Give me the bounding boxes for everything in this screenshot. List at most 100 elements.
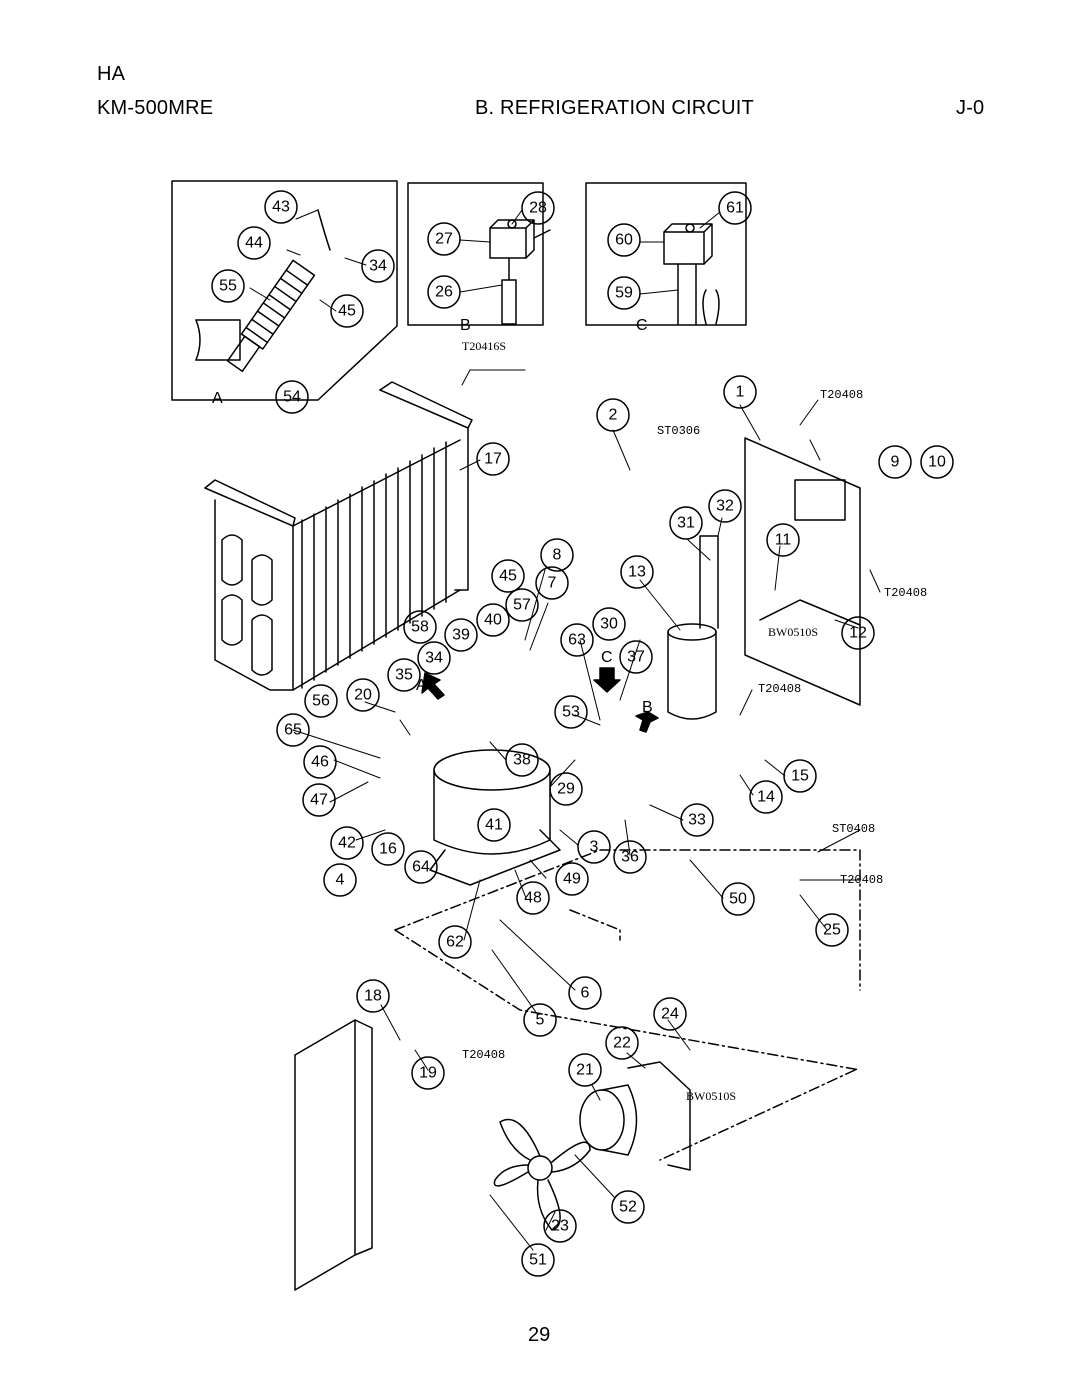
callout-45: 45 <box>338 303 356 320</box>
callout-42: 42 <box>338 835 356 852</box>
fastener-code: ST0306 <box>657 424 700 438</box>
detail-box-c <box>585 182 747 326</box>
callout-57: 57 <box>513 597 531 614</box>
callout-56: 56 <box>312 693 330 710</box>
part-callout-circles <box>211 190 954 1277</box>
page-code: J-0 <box>956 97 985 119</box>
callout-3: 3 <box>590 839 599 856</box>
page-number: 29 <box>528 1324 551 1346</box>
callout-26: 26 <box>435 284 453 301</box>
callout-53: 53 <box>562 704 580 721</box>
callout-8: 8 <box>553 547 562 564</box>
detail-label-c: C <box>636 317 648 334</box>
callout-6: 6 <box>581 985 590 1002</box>
detail-box-b <box>407 182 551 326</box>
callout-27: 27 <box>435 231 453 248</box>
detail-label-a: A <box>212 390 223 407</box>
callout-9: 9 <box>891 454 900 471</box>
callout-60: 60 <box>615 232 633 249</box>
callout-55: 55 <box>219 278 237 295</box>
callout-52: 52 <box>619 1199 637 1216</box>
callout-14: 14 <box>757 789 775 806</box>
callout-15: 15 <box>791 768 809 785</box>
callout-48: 48 <box>524 890 542 907</box>
fan-blade <box>493 1118 591 1231</box>
arrow-label-a: A <box>416 677 427 694</box>
callout-22: 22 <box>613 1035 631 1052</box>
callout-33: 33 <box>688 812 706 829</box>
condenser <box>204 381 473 691</box>
callout-2: 2 <box>609 407 618 424</box>
callout-13: 13 <box>628 564 646 581</box>
callout-19: 19 <box>419 1065 437 1082</box>
callout-61: 61 <box>726 200 744 217</box>
fan-motor <box>579 1061 691 1171</box>
callout-64: 64 <box>412 859 430 876</box>
model-number: KM-500MRE <box>97 97 214 119</box>
callout-46: 46 <box>311 754 329 771</box>
callout-23: 23 <box>551 1218 569 1235</box>
callout-24: 24 <box>661 1006 679 1023</box>
detail-label-b: B <box>460 317 471 334</box>
fastener-code: ST0408 <box>832 822 875 836</box>
callout-4: 4 <box>336 872 345 889</box>
callout-34: 34 <box>425 650 443 667</box>
callout-54: 54 <box>283 389 301 406</box>
receiver-tank <box>667 535 719 720</box>
callout-7: 7 <box>548 575 557 592</box>
callout-25: 25 <box>823 922 841 939</box>
arrow-label-c: C <box>601 649 613 666</box>
callout-41: 41 <box>485 817 503 834</box>
callout-12: 12 <box>849 625 867 642</box>
callout-44: 44 <box>245 235 263 252</box>
fastener-code: BW0510S <box>686 1089 736 1103</box>
callout-31: 31 <box>677 515 695 532</box>
callout-34: 34 <box>369 258 387 275</box>
brand-label: HA <box>97 63 126 85</box>
callout-45: 45 <box>499 568 517 585</box>
detail-box-a <box>171 180 398 401</box>
callout-36: 36 <box>621 849 639 866</box>
fastener-code: T20408 <box>820 388 863 402</box>
direction-arrows <box>421 667 659 733</box>
callout-40: 40 <box>484 612 502 629</box>
callout-47: 47 <box>310 792 328 809</box>
callout-51: 51 <box>529 1252 547 1269</box>
callout-21: 21 <box>576 1062 594 1079</box>
callout-20: 20 <box>354 687 372 704</box>
callout-49: 49 <box>563 871 581 888</box>
callout-18: 18 <box>364 988 382 1005</box>
callout-30: 30 <box>600 616 618 633</box>
callout-17: 17 <box>484 451 502 468</box>
callout-10: 10 <box>928 454 946 471</box>
fastener-code: BW0510S <box>768 625 818 639</box>
callout-59: 59 <box>615 285 633 302</box>
compressor <box>429 749 561 886</box>
control-panel <box>744 437 861 706</box>
section-title: B. REFRIGERATION CIRCUIT <box>475 97 754 119</box>
fastener-code: T20416S <box>462 339 506 353</box>
side-panel <box>294 1019 373 1291</box>
callout-58: 58 <box>411 619 429 636</box>
callout-29: 29 <box>557 781 575 798</box>
callout-16: 16 <box>379 841 397 858</box>
callout-1: 1 <box>736 384 745 401</box>
callout-32: 32 <box>716 498 734 515</box>
arrow-label-b: B <box>642 699 653 716</box>
callout-38: 38 <box>513 752 531 769</box>
callout-39: 39 <box>452 627 470 644</box>
callout-37: 37 <box>627 649 645 666</box>
fastener-code: T20408 <box>462 1048 505 1062</box>
callout-5: 5 <box>536 1012 545 1029</box>
callout-43: 43 <box>272 199 290 216</box>
fastener-code: T20408 <box>884 586 927 600</box>
callout-65: 65 <box>284 722 302 739</box>
callout-63: 63 <box>568 632 586 649</box>
callout-28: 28 <box>529 200 547 217</box>
callout-62: 62 <box>446 934 464 951</box>
callout-50: 50 <box>729 891 747 908</box>
fastener-code: T20408 <box>758 682 801 696</box>
callout-35: 35 <box>395 667 413 684</box>
fastener-code: T20408 <box>840 873 883 887</box>
